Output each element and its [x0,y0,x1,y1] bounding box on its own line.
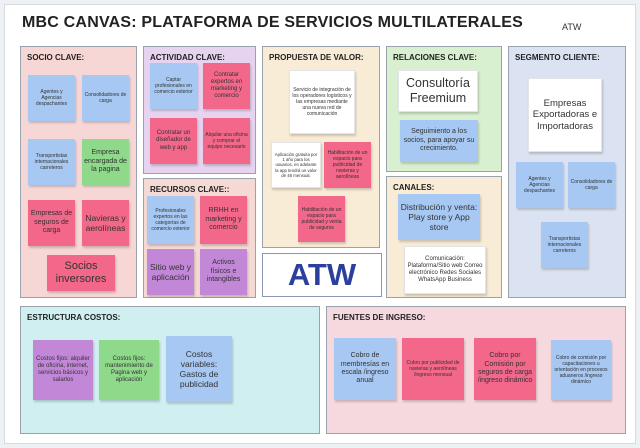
sticky-note[interactable]: Transportistas internacionales carretero… [28,139,75,185]
sticky-note[interactable]: Empresas Exportadoras e Importadoras [528,78,602,152]
sticky-note[interactable]: Transportistas internacionales carretero… [541,222,588,268]
sticky-note[interactable]: Contratar expertos en marketing y comerc… [203,63,250,109]
section-title: RECURSOS CLAVE:: [150,185,230,194]
sticky-note[interactable]: Navieras y aerolíneas [82,200,129,246]
section-title: FUENTES DE INGRESO: [333,313,426,322]
sticky-note[interactable]: Cobro de membresías en escala /ingreso a… [334,338,396,400]
sticky-note[interactable]: RRHH en marketing y comercio [200,196,247,244]
sticky-note[interactable]: Cobro por Comisión por seguros de carga … [474,338,536,400]
section-title: ESTRUCTURA COSTOS: [27,313,121,322]
sticky-note[interactable]: Seguimiento a los socios, para apoyar su… [400,120,478,162]
sticky-note[interactable]: Costos fijos: mantenimiento de Pagina we… [99,340,159,400]
sticky-note[interactable]: Consolidadores de carga [568,162,615,208]
sticky-note[interactable]: Consolidadores de carga [82,75,129,121]
sticky-note[interactable]: Agentes y Agencias despachantes [516,162,563,208]
sticky-note[interactable]: Costos fijos: alquiler de oficina, inter… [33,340,93,400]
sticky-note[interactable]: Empresas de seguros de carga [28,200,75,246]
section-title: SEGMENTO CLIENTE: [515,53,600,62]
sticky-note[interactable]: Activos físicos e intangibles [200,249,247,295]
sticky-note[interactable]: Socios inversores [47,255,115,291]
sticky-note[interactable]: Empresa encargada de la pagina [82,139,129,185]
sticky-note[interactable]: Alquilar una oficina y comprar el equipo… [203,118,250,164]
sticky-note[interactable]: Costos variables: Gastos de publicidad [166,336,232,402]
page-title: MBC CANVAS: PLATAFORMA DE SERVICIOS MULT… [22,14,523,31]
sticky-note[interactable]: Contratar un diseñador de web y app [150,118,197,164]
sticky-note[interactable]: Distribución y venta: Play store y App s… [398,194,480,240]
sticky-note[interactable]: Profesionales expertos en las categorías… [147,196,194,244]
section-title: CANALES: [393,183,435,192]
atw-logo: ATW [262,253,382,297]
sticky-note[interactable]: Habilitación de un espacio para publicid… [324,142,371,188]
section-title: PROPUESTA DE VALOR: [269,53,364,62]
section-title: SOCIO CLAVE: [27,53,85,62]
sticky-note[interactable]: Agentes y Agencias despachantes [28,75,75,121]
sticky-note[interactable]: Servicio de integración de los operadore… [289,70,355,134]
sticky-note[interactable]: Cobro por publicidad de navieras y aerol… [402,338,464,400]
section-title: RELACIONES CLAVE: [393,53,477,62]
sticky-note[interactable]: Habilitación de un espacio para publicid… [298,196,345,242]
brand-label: ATW [562,22,582,32]
sticky-note[interactable]: Aplicación gratuita por 1 año para los u… [271,142,321,188]
sticky-note[interactable]: Cobro de comisión por capacitaciones u o… [551,340,611,400]
sticky-note[interactable]: Captar profesionales en comercio exterio… [150,63,197,109]
sticky-note[interactable]: Consultoría Freemium [398,70,478,112]
sticky-note[interactable]: Comunicación: Plataforma/Sitio web Corre… [404,246,486,294]
section-title: ACTIVIDAD CLAVE: [150,53,225,62]
sticky-note[interactable]: Sitio web y aplicación [147,249,194,295]
